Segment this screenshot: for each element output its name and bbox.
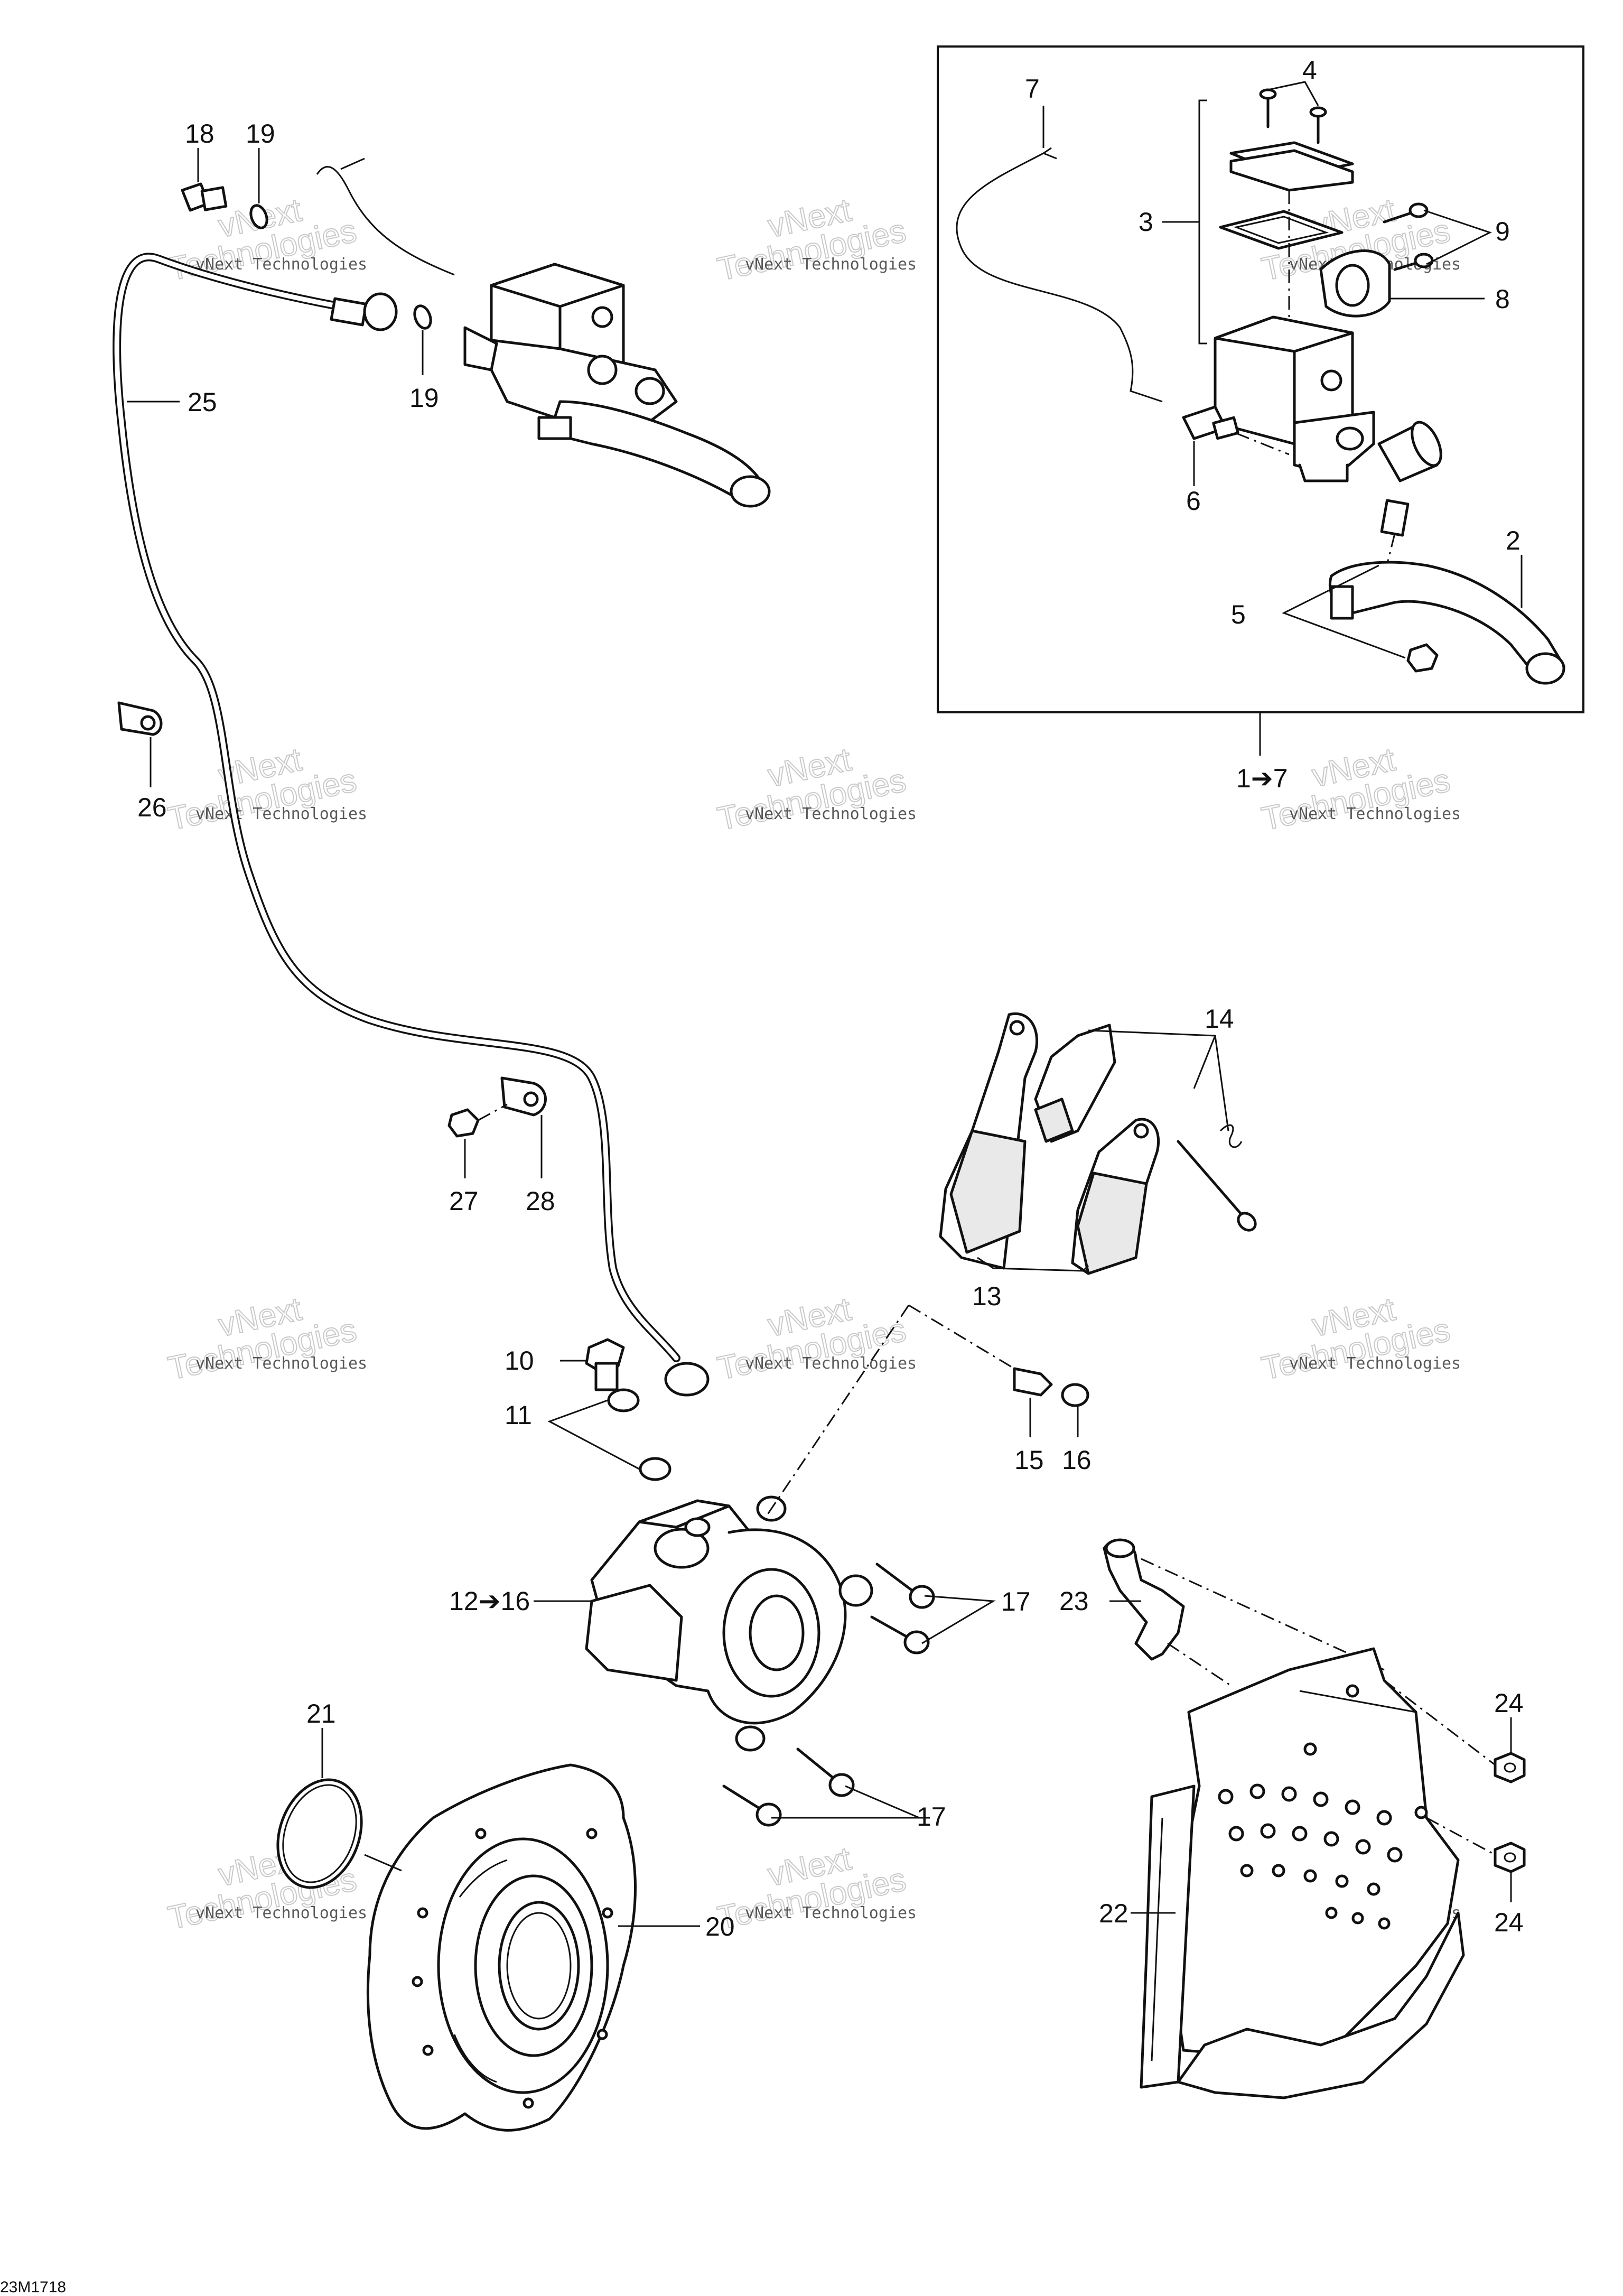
callout-5: 5 — [1231, 600, 1246, 629]
callout-14: 14 — [1205, 1004, 1234, 1034]
brake-lever-2 — [1328, 561, 1565, 685]
svg-text:vNext Technologies: vNext Technologies — [195, 1354, 367, 1373]
callout-10: 10 — [505, 1346, 534, 1375]
master-cylinder-assembly — [316, 157, 771, 508]
cover-screw-4b — [1309, 106, 1327, 144]
banjo-bolt-10 — [585, 1338, 625, 1391]
hose-clip-26 — [117, 701, 163, 736]
hose-clip-28 — [478, 1076, 547, 1121]
sealing-washer-11b — [639, 1457, 671, 1481]
o-ring-21 — [276, 1778, 402, 1889]
callout-18: 18 — [185, 119, 214, 148]
callout-13: 13 — [972, 1281, 1002, 1311]
callout-12-16: 12➔16 — [449, 1586, 530, 1616]
nut-24a — [1384, 1679, 1526, 1783]
watermark: Technologies vNext vNext Technologies — [1258, 1290, 1461, 1388]
lever-nut-5 — [1406, 643, 1439, 673]
svg-text:vNext Technologies: vNext Technologies — [195, 1904, 367, 1922]
callout-17-bottom: 17 — [917, 1802, 946, 1832]
watermark: Technologies vNext vNext Technologies — [714, 741, 917, 838]
svg-text:vNext Technologies: vNext Technologies — [745, 1904, 917, 1922]
clamp-screw-9a — [1383, 202, 1429, 224]
watermark: Technologies vNext vNext Technologies — [714, 1840, 917, 1937]
sealing-washer-19b — [413, 304, 432, 330]
callout-19-top: 19 — [246, 119, 275, 148]
callout-22: 22 — [1099, 1899, 1128, 1928]
watermark: Technologies vNext vNext Technologies — [164, 741, 367, 838]
callout-27: 27 — [449, 1186, 479, 1216]
callout-28: 28 — [526, 1186, 555, 1216]
nut-24b — [1426, 1817, 1526, 1873]
svg-text:vNext Technologies: vNext Technologies — [1289, 1354, 1461, 1373]
svg-text:vNext Technologies: vNext Technologies — [195, 805, 367, 823]
drawing-code: 23M1718 — [0, 2279, 66, 2296]
callout-25: 25 — [188, 387, 217, 417]
dust-boot — [1377, 421, 1442, 482]
callout-3: 3 — [1139, 207, 1153, 237]
pad-pin-14 — [1177, 1124, 1257, 1232]
master-cylinder-body — [1214, 315, 1375, 482]
svg-text:vNext Technologies: vNext Technologies — [1289, 805, 1461, 823]
callout-19-bottom: 19 — [409, 383, 439, 413]
callout-24-top: 24 — [1494, 1688, 1524, 1718]
callout-6: 6 — [1186, 486, 1201, 516]
callout-16: 16 — [1062, 1445, 1092, 1475]
callout-17-top: 17 — [1001, 1587, 1031, 1616]
callout-2: 2 — [1506, 526, 1521, 555]
callout-23: 23 — [1059, 1586, 1089, 1616]
caliper-bolt-17c — [796, 1747, 855, 1797]
svg-text:vNext Technologies: vNext Technologies — [745, 805, 917, 823]
callout-9: 9 — [1495, 217, 1510, 246]
brake-hose-25 — [113, 253, 710, 1397]
callout-7: 7 — [1025, 74, 1040, 104]
brake-switch-6 — [1182, 405, 1290, 456]
callout-4: 4 — [1302, 55, 1317, 85]
sealing-washer-19a — [249, 204, 268, 229]
caliper-bolt-17a — [875, 1563, 935, 1609]
caliper-bolt-17d — [722, 1784, 782, 1827]
caliper-bolt-17b — [870, 1615, 930, 1654]
svg-text:vNext Technologies: vNext Technologies — [745, 255, 917, 274]
bracket-23 — [1103, 1538, 1385, 1687]
sealing-washer-11a — [607, 1388, 640, 1412]
wire-harness-7 — [956, 147, 1163, 403]
reservoir-cover-3 — [1219, 141, 1354, 317]
bleeder-cap-16 — [1061, 1383, 1089, 1407]
callout-8: 8 — [1495, 284, 1510, 314]
master-cylinder-kit-inset: 1➔7 7 4 3 — [937, 45, 1584, 793]
callout-1-7: 1➔7 — [1236, 764, 1288, 793]
watermark: Technologies vNext vNext Technologies — [1258, 741, 1461, 838]
svg-text:vNext Technologies: vNext Technologies — [745, 1354, 917, 1373]
callout-11: 11 — [505, 1400, 532, 1430]
watermark: Technologies vNext vNext Technologies — [164, 1290, 367, 1388]
pad-spring-14 — [1034, 1024, 1116, 1143]
callout-21: 21 — [306, 1699, 336, 1728]
handlebar-clamp-8 — [1319, 249, 1391, 318]
watermark: Technologies vNext vNext Technologies — [714, 1290, 917, 1388]
brake-caliper-12 — [585, 1495, 873, 1752]
guard-22 — [1140, 1647, 1465, 2099]
callout-24-bottom: 24 — [1494, 1908, 1524, 1937]
brake-disc-20 — [366, 1763, 637, 2132]
callout-26: 26 — [137, 793, 167, 822]
banjo-bolt-18 — [181, 182, 228, 212]
watermark: Technologies vNext vNext Technologies — [714, 191, 917, 289]
bleeder-screw-15 — [765, 1304, 1053, 1517]
cover-screw-4a — [1259, 88, 1277, 128]
nut-27 — [447, 1108, 480, 1138]
svg-text:vNext Technologies: vNext Technologies — [195, 255, 367, 274]
callout-20: 20 — [705, 1912, 735, 1941]
brake-pads-13 — [939, 1012, 1160, 1275]
callout-15: 15 — [1014, 1445, 1044, 1475]
